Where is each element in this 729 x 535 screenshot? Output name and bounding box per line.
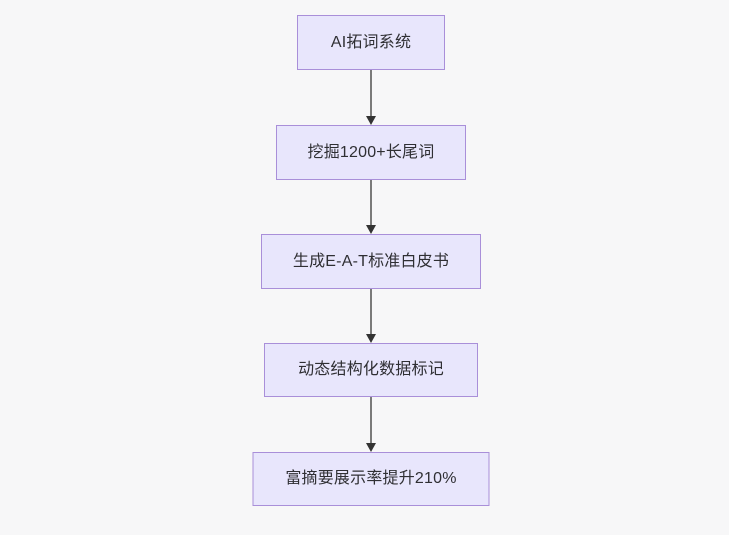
flow-node-label: 挖掘1200+长尾词 xyxy=(307,143,435,161)
flow-edge-2 xyxy=(364,180,378,234)
flow-node-5[interactable]: 富摘要展示率提升210% xyxy=(252,452,490,506)
flow-node-3[interactable]: 生成E-A-T标准白皮书 xyxy=(261,234,481,289)
arrow-down-icon xyxy=(365,443,376,452)
flow-edge-1 xyxy=(364,70,378,125)
flow-node-4[interactable]: 动态结构化数据标记 xyxy=(264,343,478,397)
arrow-down-icon xyxy=(365,334,376,343)
flow-edge-line xyxy=(370,397,372,444)
flow-edge-line xyxy=(370,70,372,117)
flow-node-label: 生成E-A-T标准白皮书 xyxy=(292,252,450,270)
flow-edge-3 xyxy=(364,289,378,343)
flow-node-1[interactable]: AI拓词系统 xyxy=(297,15,445,70)
flow-edge-line xyxy=(370,289,372,335)
flow-edge-line xyxy=(370,180,372,226)
arrow-down-icon xyxy=(365,225,376,234)
flow-node-label: AI拓词系统 xyxy=(330,33,412,51)
arrow-down-icon xyxy=(365,116,376,125)
flow-node-2[interactable]: 挖掘1200+长尾词 xyxy=(276,125,466,180)
flow-node-label: 动态结构化数据标记 xyxy=(298,361,444,379)
flow-node-label: 富摘要展示率提升210% xyxy=(285,470,457,488)
flow-edge-4 xyxy=(364,397,378,452)
